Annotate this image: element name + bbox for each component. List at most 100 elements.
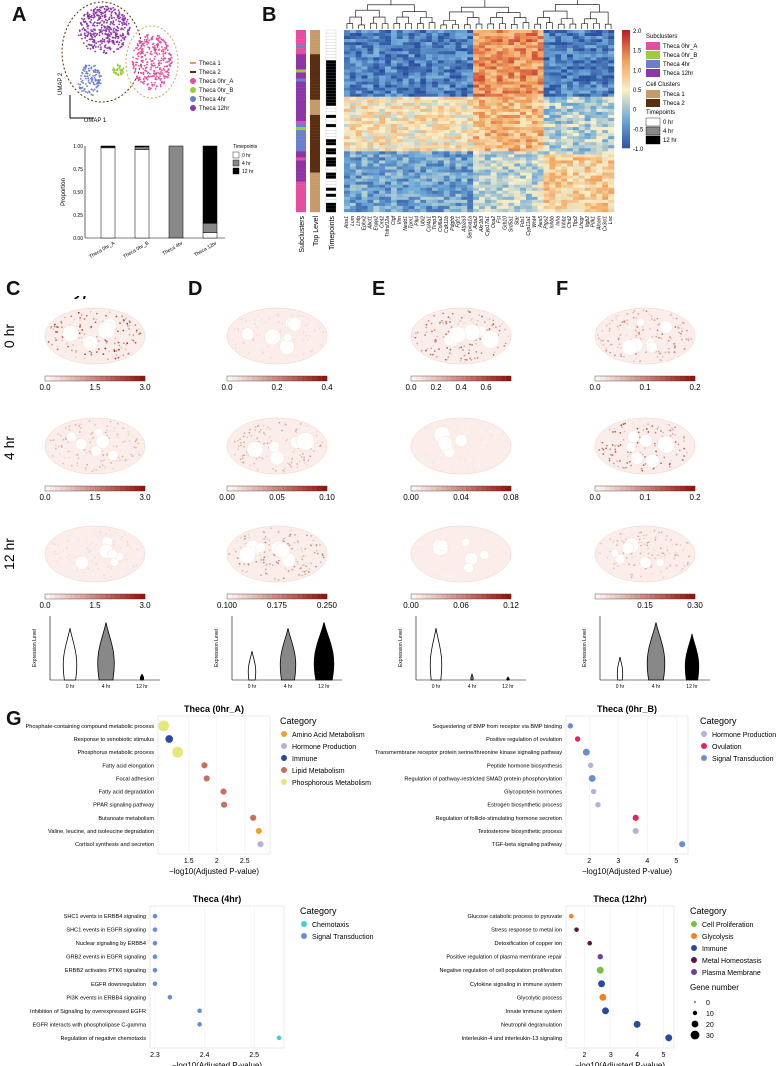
heatmap-cell [479, 45, 486, 49]
heatmap-cell [408, 51, 415, 55]
expression-spot [237, 327, 240, 330]
heatmap-cell [449, 54, 456, 58]
heatmap-cell [531, 163, 538, 167]
heatmap-cell [408, 205, 415, 210]
heatmap-cell [443, 205, 450, 210]
heatmap-cell [561, 60, 568, 64]
heatmap-cell [508, 69, 515, 73]
heatmap-cell [437, 54, 444, 58]
heatmap-cell [449, 157, 456, 161]
heatmap-cell [420, 69, 427, 73]
heatmap-cell [461, 154, 468, 158]
heatmap-cell [344, 72, 351, 76]
heatmap-cell [520, 99, 527, 103]
colorbar-segment [622, 110, 630, 113]
heatmap-cell [502, 75, 509, 79]
heatmap-cell [349, 145, 356, 149]
heatmap-cell [479, 69, 486, 73]
colorbar-segment [622, 126, 630, 129]
heatmap-cell [367, 75, 374, 79]
heatmap-cell [543, 69, 550, 73]
heatmap-cell [502, 199, 509, 204]
heatmap-cell [508, 93, 515, 97]
expression-spot [116, 313, 119, 315]
expression-spot [135, 446, 137, 449]
heatmap-cell [484, 51, 491, 55]
heatmap-cell [402, 169, 409, 173]
umap-cell [103, 40, 106, 43]
heatmap-cell [443, 75, 450, 79]
heatmap-cell [602, 102, 609, 107]
dendrogram-branch [593, 23, 600, 29]
heatmap-cell [584, 181, 591, 185]
heatmap-cell [455, 196, 462, 201]
heatmap-cell [449, 36, 456, 40]
heatmap-cell [561, 172, 568, 176]
heatmap-cell [608, 78, 615, 82]
heatmap-cell [349, 30, 356, 34]
heatmap-cell [420, 151, 427, 155]
heatmap-cell [426, 172, 433, 176]
heatmap-gene-label: Ptgs2 [544, 216, 550, 229]
umap-cell [116, 73, 119, 76]
heatmap-cell [567, 117, 574, 122]
heatmap-cell [584, 187, 591, 191]
umap-cell [142, 67, 145, 70]
expression-spot [117, 457, 120, 459]
expression-spot [62, 570, 65, 573]
heatmap-cell [443, 181, 450, 185]
heatmap-cell [402, 30, 409, 34]
expression-spot [124, 348, 127, 351]
expression-spot [244, 323, 247, 326]
colorbar-tick: -1.0 [633, 147, 644, 153]
colorscale-segment [110, 486, 116, 491]
heatmap-cell [443, 63, 450, 67]
umap-cell [141, 59, 144, 62]
colorscale-segment [110, 376, 116, 381]
heatmap-cell [414, 102, 421, 107]
heatmap-cell [385, 196, 392, 201]
annotation-subcluster-cell [296, 30, 306, 34]
heatmap-cell [390, 208, 398, 213]
heatmap-cell [561, 154, 568, 158]
heatmap-cell [479, 81, 486, 85]
heatmap-cell [578, 42, 585, 46]
heatmap-cell [426, 184, 433, 188]
expression-spot [261, 353, 264, 356]
heatmap-cell [385, 105, 392, 110]
annotation-timepoint-cell [325, 208, 337, 213]
heatmap-cell [496, 154, 503, 158]
heatmap-cell [402, 84, 409, 88]
umap-cell [166, 61, 169, 63]
heatmap-cell [467, 72, 474, 76]
heatmap-cell [385, 169, 392, 173]
heatmap-cell [473, 54, 480, 58]
umap-cell [142, 50, 144, 53]
expression-spot [51, 455, 54, 457]
heatmap-cell [355, 157, 362, 161]
umap-legend-label: Theca 12hr [199, 106, 230, 112]
heatmap-cell [473, 69, 480, 73]
annotation-cluster-cell [310, 181, 320, 185]
heatmap-cell [414, 90, 421, 94]
heatmap-cell [390, 42, 398, 46]
heatmap-cell [344, 105, 351, 110]
heatmap-cell [561, 39, 568, 43]
umap-cell [94, 32, 97, 35]
heatmap-cell [344, 57, 351, 61]
heatmap-cell [420, 148, 427, 152]
heatmap-cell [572, 172, 579, 176]
heatmap-cell [461, 205, 468, 210]
annotation-timepoint-cell [325, 126, 337, 131]
heatmap-cell [402, 154, 409, 158]
heatmap-cell [490, 184, 497, 188]
heatmap-cell [402, 75, 409, 79]
heatmap-cell [561, 78, 568, 82]
annotation-timepoint-cell [325, 84, 337, 88]
heatmap-cell [484, 90, 491, 94]
heatmap-cell [379, 130, 386, 134]
heatmap-cell [408, 66, 415, 70]
colorscale-segment [85, 376, 91, 381]
expression-spot [134, 324, 137, 326]
heatmap-cell [449, 33, 456, 37]
